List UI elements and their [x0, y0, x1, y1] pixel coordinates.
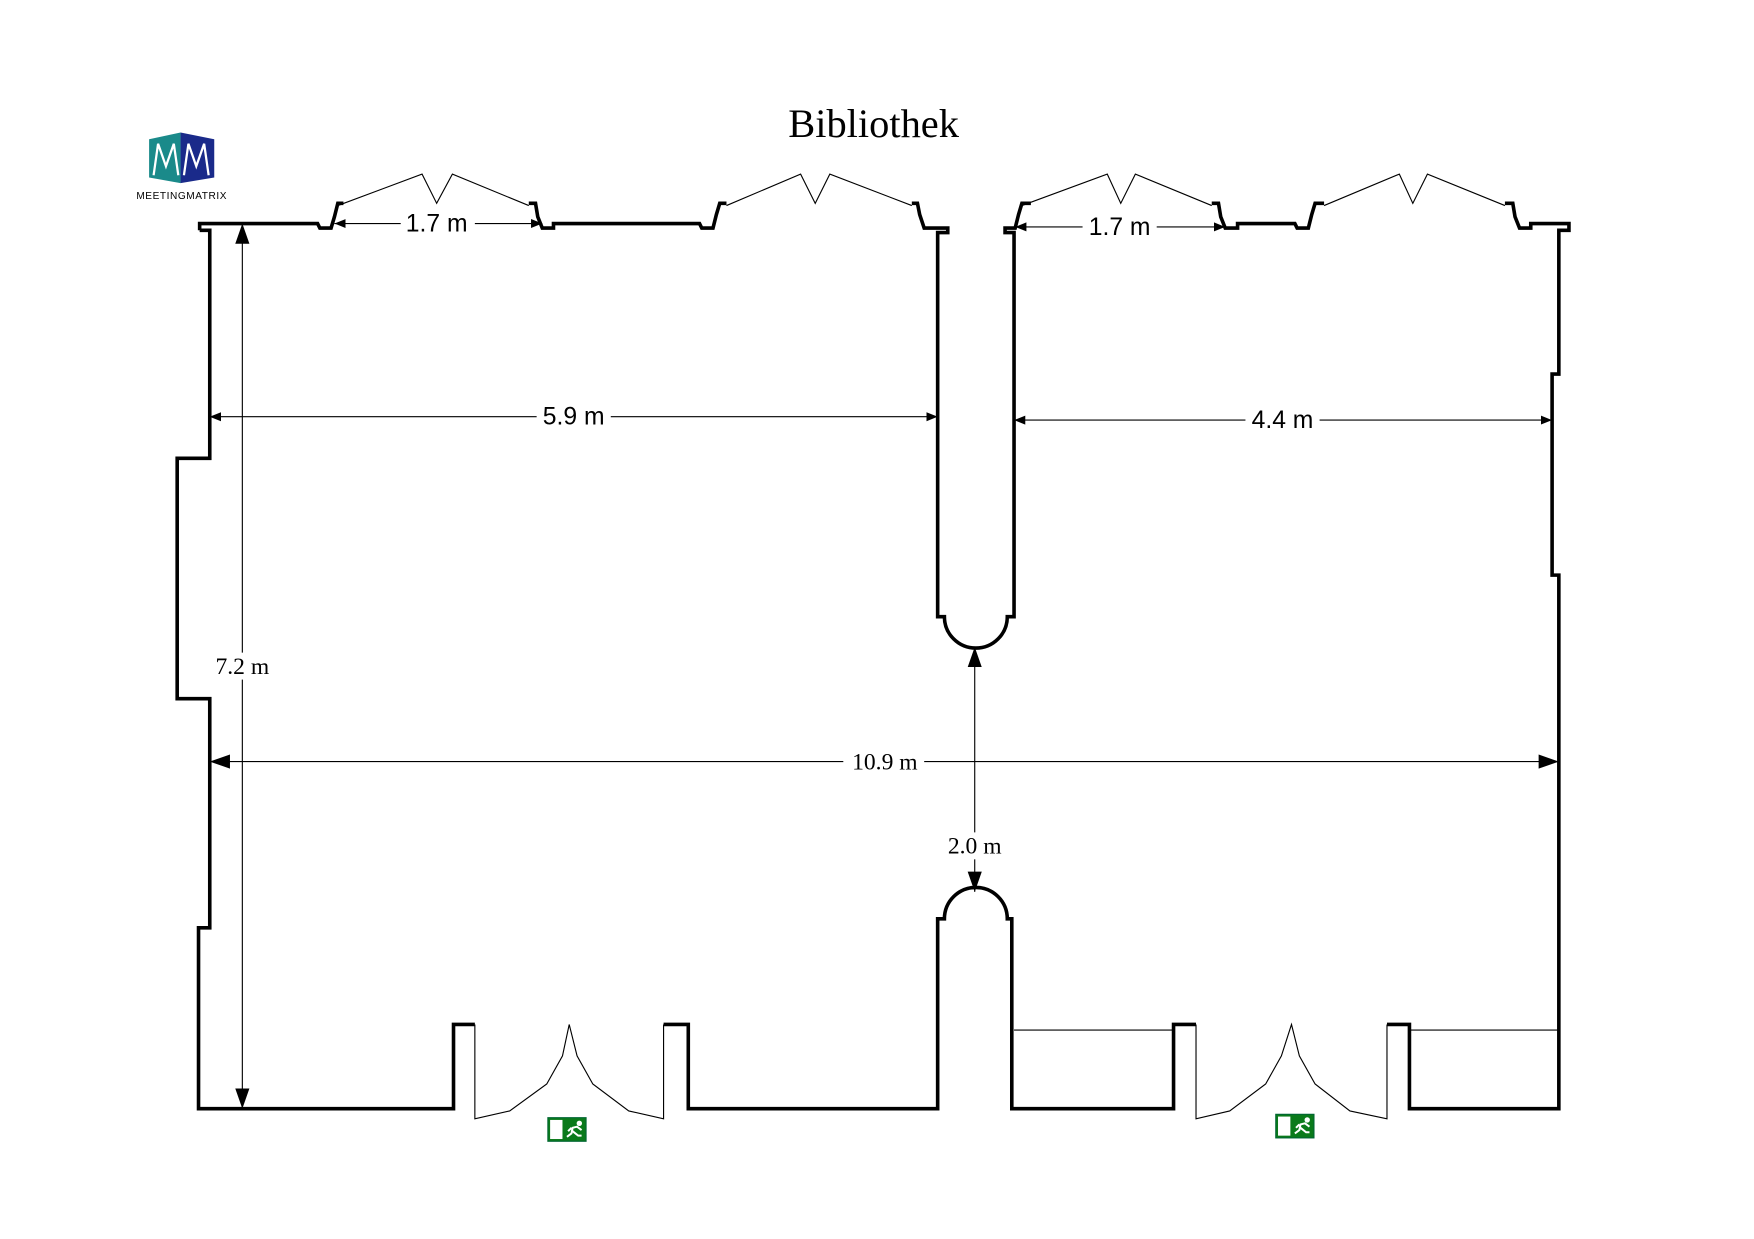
exit-sign-icon	[1275, 1113, 1315, 1139]
logo-text: MEETINGMATRIX	[136, 191, 227, 202]
dim-top-left-window: 1.7 m	[406, 210, 468, 237]
dim-right-room-width: 4.4 m	[1252, 407, 1314, 434]
dimension-lines	[209, 219, 1559, 1109]
dim-left-room-width: 5.9 m	[543, 404, 605, 431]
dimension-labels: 1.7 m 1.7 m 5.9 m 4.4 m 7.2 m 10.9 m 2.0…	[208, 208, 1320, 860]
wall-left-room	[175, 201, 1571, 1111]
page-title: Bibliothek	[788, 101, 959, 146]
windows-and-doors	[337, 173, 1559, 1120]
dim-total-width: 10.9 m	[852, 749, 918, 775]
exit-sign-icon	[547, 1117, 587, 1142]
dim-opening: 2.0 m	[948, 834, 1002, 860]
dim-depth: 7.2 m	[215, 654, 269, 680]
dim-top-right-window: 1.7 m	[1089, 214, 1151, 241]
meetingmatrix-logo: MEETINGMATRIX	[136, 132, 227, 202]
